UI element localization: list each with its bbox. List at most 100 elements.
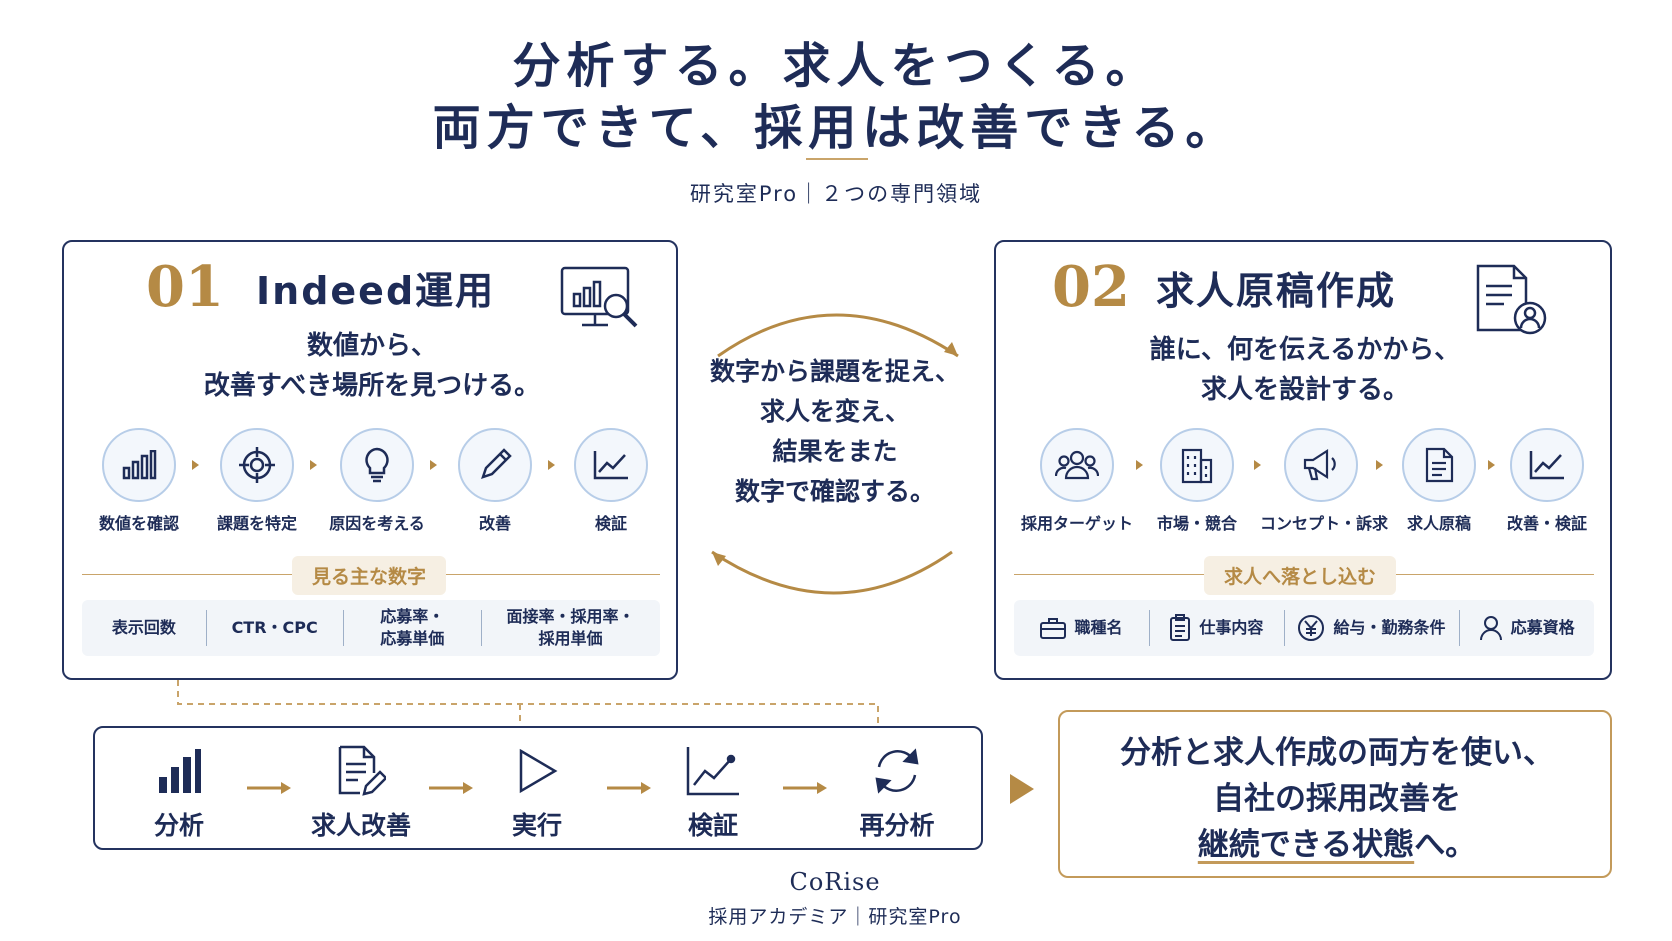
card-description-line-1: 数値から、 [306,331,437,361]
megaphone-icon [1284,428,1358,502]
step-arrow [1376,460,1383,470]
item-label: 仕事内容 [1199,618,1264,637]
result-line-3: 継続できる状態へ。 [1060,822,1614,868]
step-arrow [1488,460,1495,470]
posting-items-bar: 職種名 仕事内容 給与・勤務条件 応募資格 [1014,600,1594,656]
step-find-cause: 原因を考える [322,428,432,534]
document-icon [1402,428,1476,502]
document-user-icon [1472,262,1548,342]
page-title-line-2: 両方できて、採用は改善できる。 [432,100,1240,156]
metric-ctr-cpc: CTR・CPC [205,600,344,656]
clipboard-icon [1169,614,1191,642]
page-subtitle: 研究室Pro｜２つの専門領域 [689,182,983,206]
step-label: 検証 [594,514,627,533]
brand-subtitle: 採用アカデミア｜研究室Pro [708,906,962,928]
step-concept: コンセプト・訴求 [1260,428,1388,534]
play-icon [467,742,607,800]
card-description-line-2: 求人を設計する。 [1200,375,1409,405]
metric-apply-rate: 応募率・ 応募単価 [343,600,481,656]
target-icon [220,428,294,502]
cycle-line-3: 結果をまた [772,437,898,466]
cycle-description: 数字から課題を捉え、 求人を変え、 結果をまた 数字で確認する。 [690,352,980,512]
card-description: 数値から、 改善すべき場所を見つける。 [104,326,640,406]
step-arrow [192,460,199,470]
step-label: 採用ターゲット [1020,514,1133,533]
refresh-icon [827,742,967,800]
step-verify: 検証 [556,428,666,534]
line-chart-icon [574,428,648,502]
step-improve: 改善 [440,428,550,534]
flow-arrow [783,782,827,794]
step-label: 数値を確認 [98,514,179,533]
result-highlight: 継続できる状態 [1197,827,1415,863]
cycle-arrows [711,313,959,595]
step-identify-issue: 課題を特定 [202,428,312,534]
step-market: 市場・競合 [1142,428,1252,534]
step-label: 求人原稿 [1406,514,1471,533]
briefcase-icon [1040,617,1067,639]
step-label: 改善・検証 [1506,514,1587,533]
step-arrow [310,460,317,470]
card-indeed-operation: 01 Indeed運用 数値から、 改善すべき場所を見つける。 数値を確認 課題… [62,240,678,680]
step-label: 改善 [478,514,511,533]
item-label: 職種名 [1074,618,1123,637]
step-target: 採用ターゲット [1018,428,1136,534]
card-number: 01 [146,254,224,320]
card-job-posting: 02 求人原稿作成 誰に、何を伝えるかから、 求人を設計する。 採用ターゲット … [994,240,1612,680]
cycle-line-4: 数字で確認する。 [734,477,935,506]
item-job-title: 職種名 [1014,600,1149,656]
section-label: 求人へ落とし込む [1204,556,1397,595]
step-label: 市場・競合 [1156,514,1237,533]
step-check-numbers: 数値を確認 [84,428,194,534]
process-flow: 分析 求人改善 実行 検証 再分析 [93,726,983,850]
card-title: Indeed運用 [256,269,496,313]
result-pointer [1010,774,1034,804]
card-number: 02 [1052,254,1130,320]
step-improve-verify: 改善・検証 [1492,428,1602,534]
item-salary: 給与・勤務条件 [1283,600,1459,656]
flow-step-improve-posting: 求人改善 [291,742,431,842]
card-description-line-2: 改善すべき場所を見つける。 [203,371,541,401]
step-arrow [1136,460,1143,470]
flow-step-execute: 実行 [467,742,607,842]
line-chart-icon [643,742,783,800]
step-label: 課題を特定 [216,514,297,533]
bar-chart-icon [102,428,176,502]
step-arrow [1254,460,1261,470]
card-description-line-1: 誰に、何を伝えるかから、 [1149,335,1461,365]
yen-icon [1297,614,1325,642]
section-label: 見る主な数字 [292,556,447,595]
item-label: 給与・勤務条件 [1333,618,1446,637]
item-qualifications: 応募資格 [1459,600,1594,656]
flow-arrow [607,782,651,794]
lightbulb-icon [340,428,414,502]
edit-document-icon [291,742,431,800]
metrics-bar: 表示回数 CTR・CPC 応募率・ 応募単価 面接率・採用率・ 採用単価 [82,600,660,656]
result-line-2: 自社の採用改善を [1213,781,1461,817]
flow-step-verify: 検証 [643,742,783,842]
flow-step-label: 求人改善 [310,811,411,840]
card-description: 誰に、何を伝えるかから、 求人を設計する。 [1036,330,1574,410]
result-text: 分析と求人作成の両方を使い、 自社の採用改善を 継続できる状態へ。 [1060,730,1614,868]
cycle-line-2: 求人を変え、 [759,397,910,426]
flow-step-analysis: 分析 [109,742,249,842]
card-title: 求人原稿作成 [1156,269,1397,313]
item-label: 応募資格 [1510,618,1575,637]
people-icon [1040,428,1114,502]
step-label: 原因を考える [329,514,425,533]
step-arrow [548,460,555,470]
result-box: 分析と求人作成の両方を使い、 自社の採用改善を 継続できる状態へ。 [1058,710,1612,878]
brand-logo: CoRise [789,868,881,896]
monitor-analytics-icon [560,264,642,336]
person-icon [1479,615,1503,641]
title-divider [806,158,868,160]
flow-step-label: 検証 [687,811,738,840]
metric-impressions: 表示回数 [111,618,176,637]
bar-chart-icon [109,742,249,800]
cycle-line-1: 数字から課題を捉え、 [709,357,960,386]
line-chart-icon [1510,428,1584,502]
metric-interview-rate: 面接率・採用率・ 採用単価 [481,600,660,656]
step-arrow [430,460,437,470]
page-title-line-1: 分析する。求人をつくる。 [512,38,1160,94]
pencil-icon [458,428,532,502]
